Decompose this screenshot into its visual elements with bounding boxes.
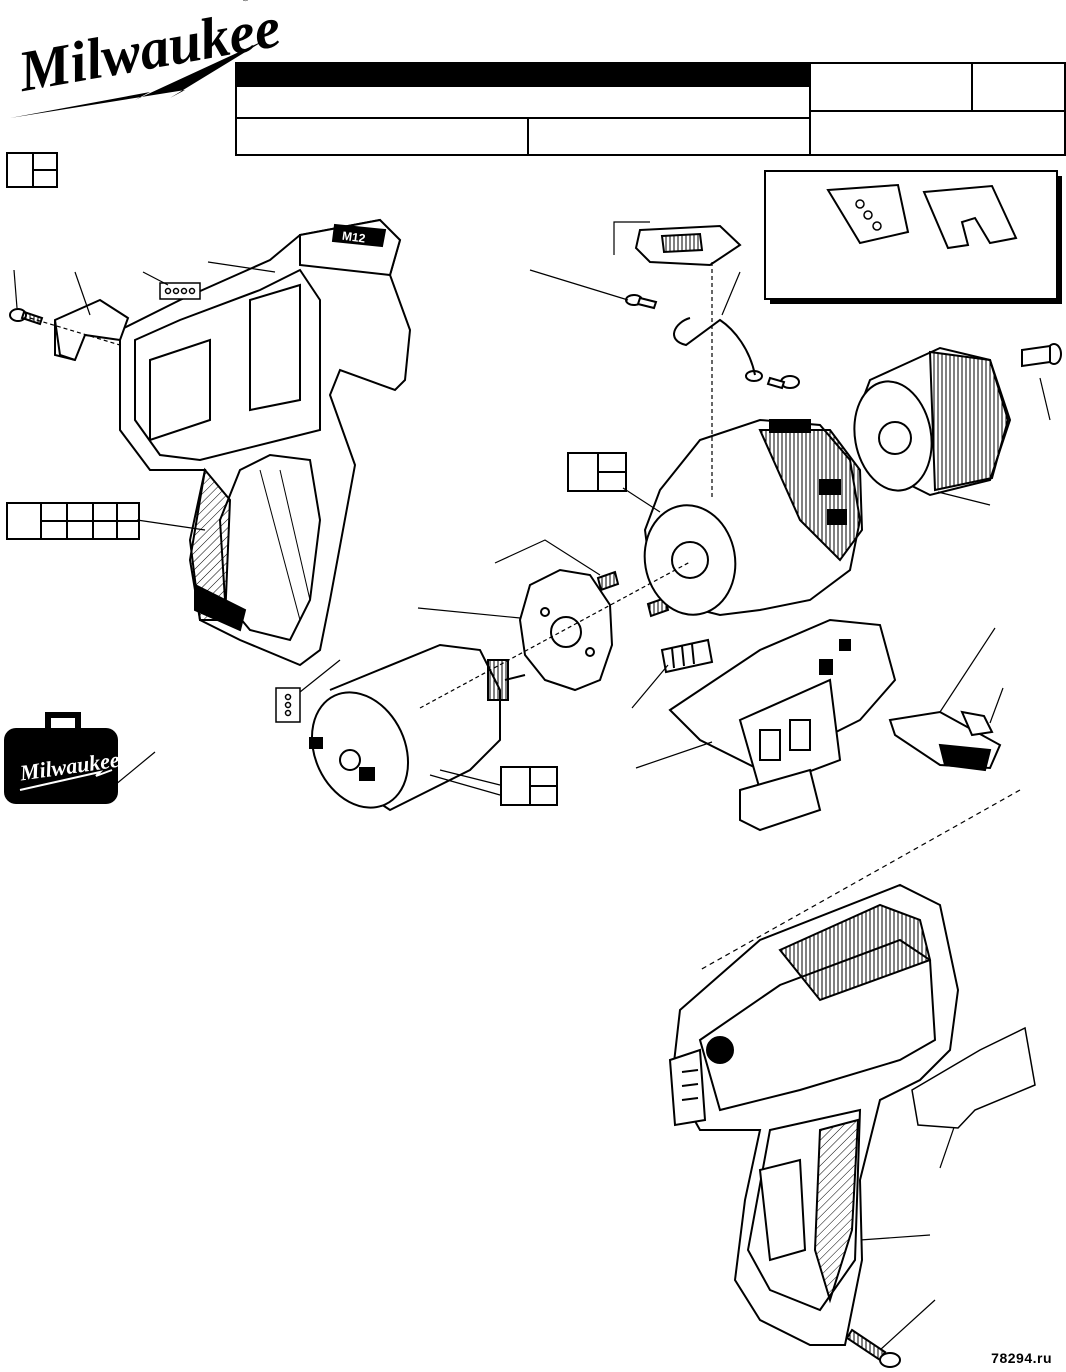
magnet-plate [275,687,301,723]
carry-case: Milwaukee [4,712,121,804]
switch-assembly [668,618,897,832]
belt-clip-plate [826,183,910,245]
shift-button [634,224,742,267]
watermark: 78294.ru [991,1350,1052,1366]
housing-m12-mark: M12 [341,229,366,246]
registered-mark: ® [241,0,251,5]
nameplate-label [911,1026,1036,1129]
gearbox [643,418,864,617]
spring-wire [673,317,763,382]
group-box-top-left [6,152,58,188]
bottom-screw [845,1328,901,1368]
housing-half-left: M12 [119,218,412,667]
belt-clip [922,184,1018,250]
selector-screws [625,294,800,390]
leader-lines-left [13,261,341,786]
screw-top-left [9,308,44,326]
keyless-chuck [853,346,1012,497]
motor [309,643,526,812]
spring-clip [960,710,994,737]
belt-clip-inset [764,170,1062,304]
group-box-motor [500,766,558,806]
group-box-gearbox [567,452,627,492]
chuck-screw [1021,343,1062,368]
group-box-handle [6,502,140,540]
connector-block [660,638,714,674]
header-table [235,62,1066,156]
header-title-bar [236,63,810,87]
assembled-drill [668,883,960,1346]
motor-bracket [518,568,614,692]
bit-holder-clip [54,298,130,362]
exploded-parts-diagram: M12 Milwaukee [4,170,1062,1368]
label-strip [159,282,201,300]
